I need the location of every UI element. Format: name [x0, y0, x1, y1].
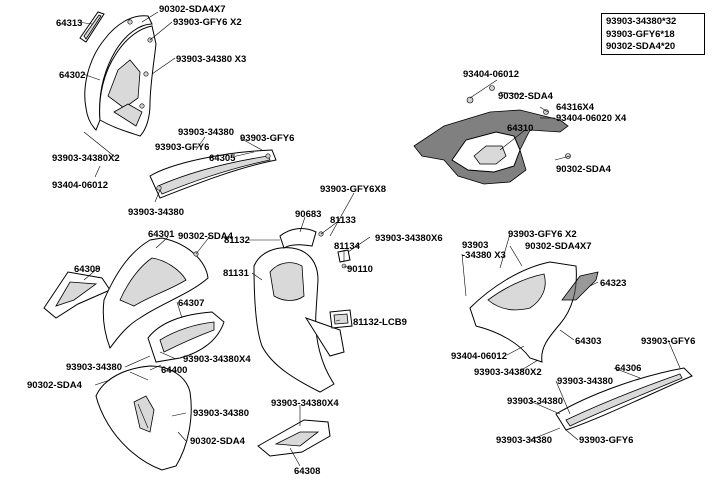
label-93903-34380x2: 93903-34380X2: [474, 367, 542, 378]
label-93903-gfy6: 93903-GFY6: [240, 133, 294, 144]
label-81132-lcb9: 81132-LCB9: [353, 317, 407, 328]
part-81132-handle: [279, 228, 324, 249]
label-90683: 90683: [295, 209, 321, 220]
label-93903-gfy6: 93903-GFY6: [579, 435, 633, 446]
label-81132: 81132: [224, 235, 250, 246]
label-93903: 93903: [462, 240, 488, 251]
label-93903-34380: 93903-34380: [557, 376, 613, 387]
part-64308-lower-panel: [257, 419, 331, 457]
label-81131: 81131: [223, 268, 250, 279]
label-64400: 64400: [161, 365, 187, 376]
label-93903-34380x4: 93903-34380X4: [183, 354, 251, 365]
label-64307: 64307: [178, 298, 204, 309]
part-64307-inner-panel: [147, 311, 225, 363]
label-90302-sda4x7: 90302-SDA4X7: [159, 4, 226, 15]
part-64302-inner-front-cover: [84, 15, 157, 137]
label-90302-sda4x7: 90302-SDA4X7: [525, 241, 592, 252]
summary-line: 93903-34380*32: [606, 16, 677, 27]
label-93903-gfy6-x2: 93903-GFY6 X2: [508, 229, 577, 240]
label-90302-sda4: 90302-SDA4: [190, 436, 246, 447]
label-90302-sda4: 90302-SDA4: [178, 231, 234, 242]
part-64313-trim-strip: [79, 11, 105, 43]
label-81133: 81133: [330, 215, 356, 226]
label-90302-sda4: 90302-SDA4: [498, 91, 554, 102]
part-64305-side-strip: [149, 149, 277, 199]
part-64306-side-strip: [555, 367, 693, 431]
label-93404-06012: 93404-06012: [52, 180, 108, 191]
label-64309: 64309: [74, 264, 100, 275]
label-93404-06012: 93404-06012: [451, 351, 507, 362]
label-93903-34380-x3: 93903-34380 X3: [176, 54, 246, 65]
summary-line: 93903-GFY6*18: [606, 28, 675, 40]
label-64313: 64313: [56, 18, 82, 29]
label-93903-34380x4: 93903-34380X4: [271, 398, 339, 409]
label-93903-34380: 93903-34380: [66, 362, 122, 373]
label-93903-gfy6-x2: 93903-GFY6 X2: [173, 17, 242, 28]
summary-line: 90302-SDA4*20: [606, 41, 676, 52]
label-93903-34380: 93903-34380: [496, 435, 552, 446]
label-64305: 64305: [209, 153, 236, 164]
part-64301-front-shield: [102, 237, 209, 350]
part-64323-grille: [561, 271, 599, 301]
label-93903-34380: 93903-34380: [178, 127, 234, 138]
label-93903-34380x6: 93903-34380X6: [375, 233, 443, 244]
part-labels: 64313 90302-SDA4X7 93903-GFY6 X2 93903-3…: [27, 4, 695, 477]
label-90302-sda4: 90302-SDA4: [27, 380, 83, 391]
label-93903-gfy6x8: 93903-GFY6X8: [320, 184, 386, 195]
label-93404-06020-x4: 93404-06020 X4: [556, 113, 627, 124]
label-64310: 64310: [507, 123, 533, 134]
label-64316x4: 64316X4: [556, 102, 595, 113]
label-81134: 81134: [334, 241, 361, 252]
part-81132-lcb9-plate: [329, 309, 353, 329]
label-34380-x3: -34380 X3: [462, 250, 506, 261]
part-64400-lower-front-cover: [95, 365, 192, 471]
part-64303-side-cover: [469, 261, 577, 363]
label-64301: 64301: [148, 229, 175, 240]
label-90110: 90110: [347, 264, 373, 275]
label-93903-34380: 93903-34380: [193, 408, 249, 419]
label-64306: 64306: [615, 363, 641, 374]
label-90302-sda4: 90302-SDA4: [556, 164, 612, 175]
leader-lines: [77, 11, 681, 467]
hardware-summary-box: 93903-34380*32 93903-GFY6*18 90302-SDA4*…: [601, 13, 705, 55]
part-64309-small-cover: [43, 271, 111, 319]
label-93404-06012: 93404-06012: [463, 69, 519, 80]
label-93903-34380: 93903-34380: [128, 207, 184, 218]
label-93903-34380: 93903-34380: [507, 396, 563, 407]
label-64323: 64323: [600, 278, 626, 289]
part-64310-floor-panel: [413, 85, 571, 185]
label-64303: 64303: [575, 336, 601, 347]
label-93903-gfy6: 93903-GFY6: [155, 142, 209, 153]
label-64308: 64308: [294, 466, 320, 477]
label-93903-34380x2: 93903-34380X2: [52, 153, 120, 164]
label-64302: 64302: [59, 70, 85, 81]
label-93903-gfy6: 93903-GFY6: [641, 336, 695, 347]
part-81131-inner-body: [253, 247, 345, 393]
